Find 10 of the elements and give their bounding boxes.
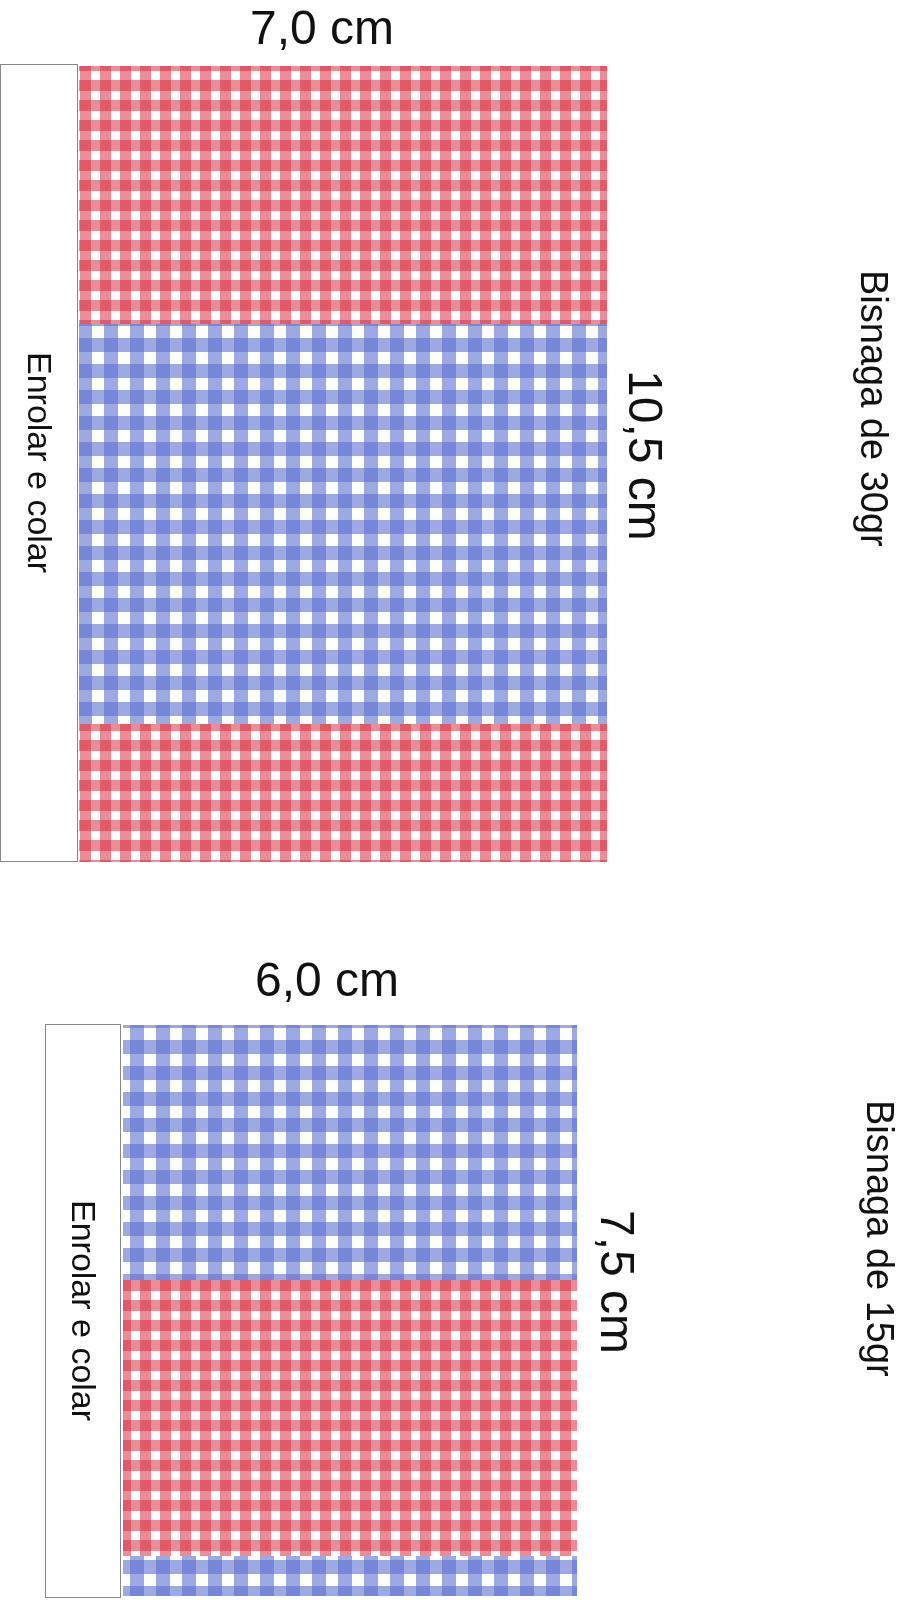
glue-strip: [0, 64, 78, 862]
dimension-label: 7,0 cm: [250, 0, 395, 55]
glue-strip: [45, 1024, 121, 1598]
dimension-label: 6,0 cm: [255, 952, 400, 1007]
dimension-label: 10,5 cm: [618, 370, 673, 541]
instruction-text: Enrolar e colar: [63, 1200, 103, 1422]
instruction-text: Enrolar e colar: [19, 352, 59, 574]
dimension-label: 7,5 cm: [590, 1210, 645, 1355]
size-label: Bisnaga de 30gr: [852, 270, 895, 547]
size-label: Bisnaga de 15gr: [858, 1100, 901, 1377]
